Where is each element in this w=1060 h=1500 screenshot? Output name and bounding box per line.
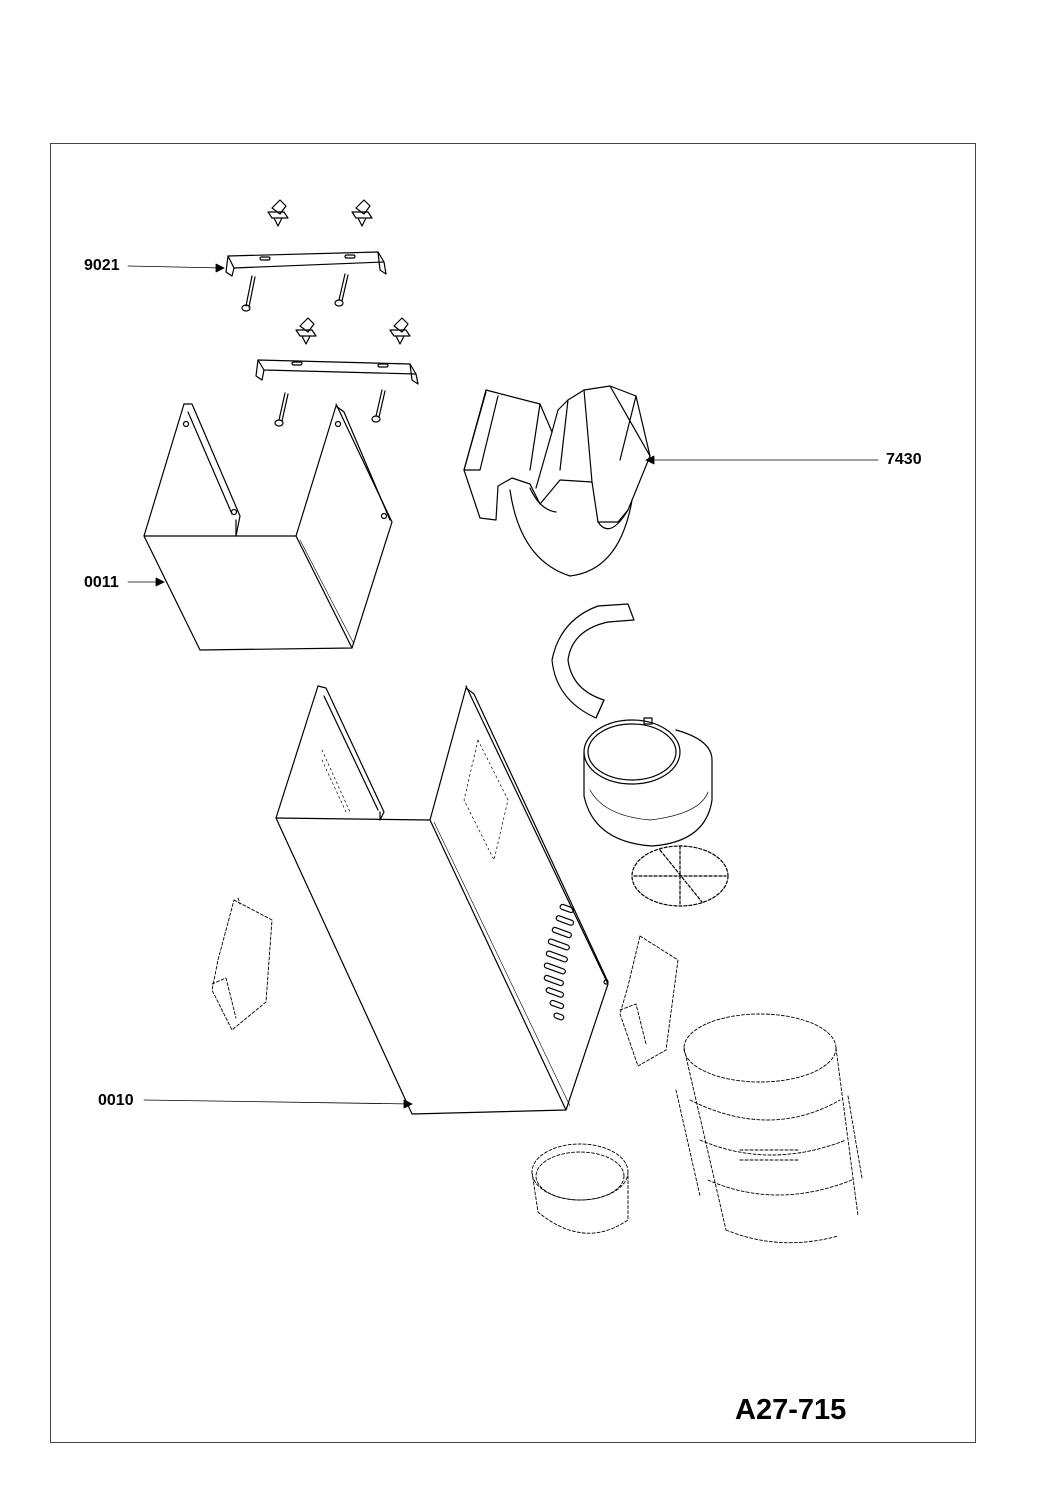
upper-chimney-cover [143, 403, 393, 651]
wall-plug-1 [267, 199, 289, 227]
wall-plug-2 [351, 199, 373, 227]
air-deflector [463, 385, 651, 577]
wall-plug-4 [389, 317, 411, 345]
wall-plug-3 [295, 317, 317, 345]
collar-ring [531, 1143, 629, 1234]
backdraft-shutter [631, 845, 729, 907]
drawing-frame [50, 143, 976, 1443]
callout-9021: 9021 [84, 257, 120, 274]
callout-7430: 7430 [886, 451, 922, 468]
motor-housing [675, 1013, 863, 1244]
vent-slots [543, 903, 575, 1021]
filter-panel-right [619, 935, 679, 1067]
screw-3 [274, 392, 289, 427]
callout-0011: 0011 [84, 574, 119, 591]
duct-reducer-ring [583, 717, 713, 847]
mounting-bracket-lower [255, 359, 419, 385]
screw-2 [334, 273, 349, 307]
lower-chimney-cover [275, 685, 609, 1115]
leader-lines [127, 263, 879, 1109]
filter-panel-left [211, 897, 273, 1031]
callout-0010: 0010 [98, 1092, 134, 1109]
screw-1 [241, 275, 256, 312]
screw-4 [371, 389, 386, 423]
drawing-code: A27-715 [735, 1394, 847, 1426]
duct-cover [551, 603, 635, 719]
mounting-bracket-upper [225, 251, 387, 277]
